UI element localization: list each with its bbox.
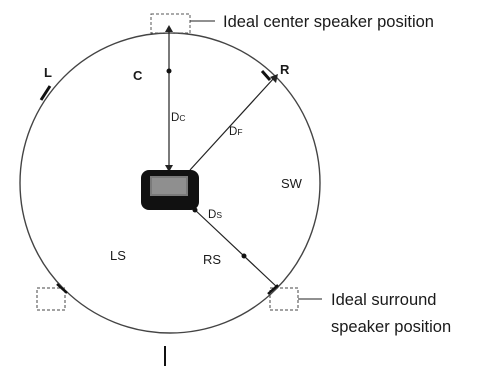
right-speaker-mark	[260, 70, 272, 81]
center-speaker-box	[150, 13, 191, 34]
center-distance-arrowhead	[165, 25, 173, 32]
listener-seat-texture	[152, 178, 186, 194]
left-surround-box	[36, 287, 66, 311]
callout-surround-line2: speaker position	[331, 318, 451, 336]
label-right-surround: RS	[203, 252, 221, 267]
front-distance-line	[189, 77, 275, 171]
center-distance-arrowhead-listener	[165, 165, 173, 172]
left-speaker-mark	[39, 85, 52, 101]
label-left-surround: LS	[110, 248, 126, 263]
label-center: C	[133, 68, 143, 83]
right-surround-mark	[267, 284, 279, 295]
left-surround-mark	[56, 283, 68, 294]
front-distance-arrowhead	[270, 74, 278, 83]
center-speaker-dot	[166, 68, 172, 74]
label-surround-distance: DS	[208, 209, 222, 221]
label-center-distance: DC	[171, 112, 185, 124]
label-front-distance: DF	[229, 126, 243, 138]
callout-surround-line1: Ideal surround	[331, 291, 437, 309]
surround-listener-dot	[192, 207, 198, 213]
label-subwoofer: SW	[281, 176, 303, 191]
label-right: R	[280, 62, 290, 77]
surround-distance-line	[193, 208, 279, 289]
callout-center-position: Ideal center speaker position	[223, 13, 434, 31]
label-left: L	[44, 65, 52, 80]
rs-speaker-dot	[241, 253, 247, 259]
